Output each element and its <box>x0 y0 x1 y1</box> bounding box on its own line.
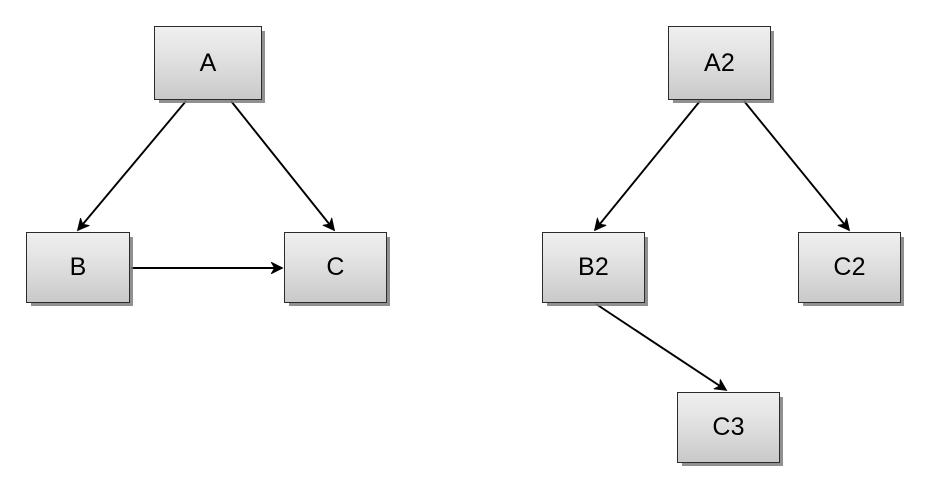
edge-a2-to-b2[interactable] <box>595 100 701 230</box>
node-label-c2: C2 <box>833 253 866 281</box>
node-c[interactable]: C <box>284 232 387 303</box>
node-c3[interactable]: C3 <box>677 392 780 463</box>
edge-a-to-c[interactable] <box>230 100 334 230</box>
edge-b2-to-c3[interactable] <box>595 303 726 390</box>
node-label-a: A <box>199 48 217 77</box>
edge-a-to-b[interactable] <box>78 100 187 230</box>
node-label-c3: C3 <box>712 413 745 441</box>
node-a2[interactable]: A2 <box>668 26 771 100</box>
node-label-a2: A2 <box>704 48 735 77</box>
node-a[interactable]: A <box>154 26 262 100</box>
node-b2[interactable]: B2 <box>542 232 645 303</box>
node-label-b2: B2 <box>578 253 609 281</box>
node-b[interactable]: B <box>26 232 130 303</box>
node-c2[interactable]: C2 <box>798 232 901 303</box>
node-label-b: B <box>69 253 87 281</box>
edge-a2-to-c2[interactable] <box>743 100 849 230</box>
node-label-c: C <box>326 253 345 281</box>
